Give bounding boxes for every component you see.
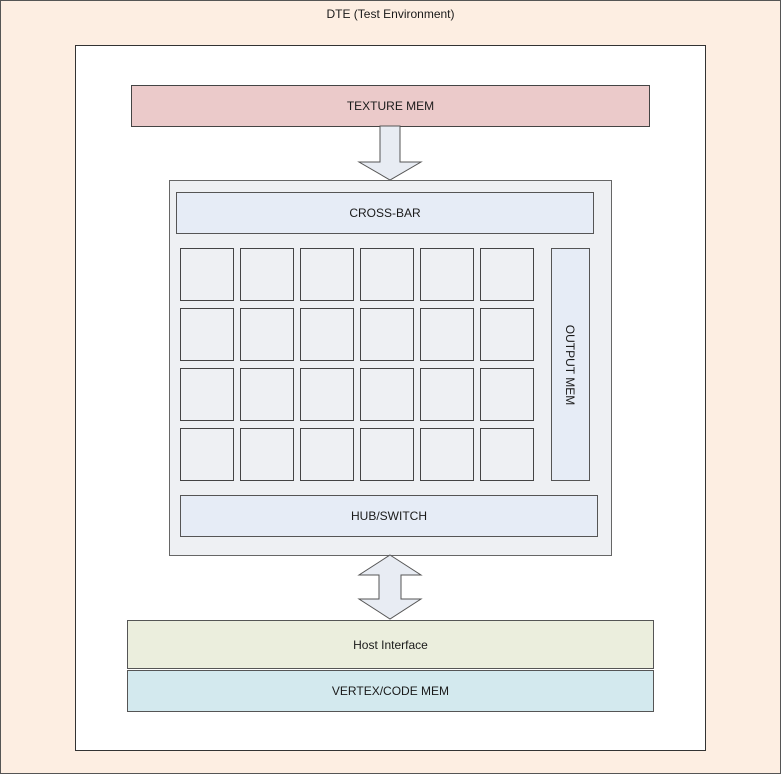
processor-cell <box>480 368 534 421</box>
down-arrow-icon <box>357 125 423 181</box>
processor-cell <box>360 248 414 301</box>
processor-cell <box>180 248 234 301</box>
processor-cell <box>300 248 354 301</box>
host-interface-block: Host Interface <box>127 620 654 669</box>
processor-cell <box>360 368 414 421</box>
processor-cell <box>300 308 354 361</box>
vertex-code-mem-block: VERTEX/CODE MEM <box>127 670 654 712</box>
dte-title: DTE (Test Environment) <box>326 7 455 21</box>
processor-cell <box>300 428 354 481</box>
processor-cell <box>360 308 414 361</box>
processor-cell <box>360 428 414 481</box>
processor-cell <box>300 368 354 421</box>
cross-bar-label: CROSS-BAR <box>349 206 421 220</box>
output-mem-label: OUTPUT MEM <box>563 324 578 405</box>
processor-cell <box>240 368 294 421</box>
texture-mem-block: TEXTURE MEM <box>131 85 650 127</box>
cross-bar-block: CROSS-BAR <box>176 192 594 234</box>
texture-mem-label: TEXTURE MEM <box>346 99 435 113</box>
processor-cell <box>180 428 234 481</box>
processor-cell <box>420 368 474 421</box>
output-mem-block: OUTPUT MEM <box>551 248 590 481</box>
processor-cell <box>180 368 234 421</box>
processor-cell <box>240 248 294 301</box>
processor-cell <box>180 308 234 361</box>
double-arrow-icon <box>357 554 423 620</box>
processor-cell <box>480 248 534 301</box>
processor-cell <box>480 308 534 361</box>
host-interface-label: Host Interface <box>353 637 428 652</box>
processor-cell <box>420 428 474 481</box>
hub-switch-label: HUB/SWITCH <box>351 509 427 523</box>
hub-switch-block: HUB/SWITCH <box>180 495 598 537</box>
processor-cell <box>240 428 294 481</box>
processor-cell <box>240 308 294 361</box>
vertex-code-mem-label: VERTEX/CODE MEM <box>331 684 450 698</box>
processor-cell <box>420 308 474 361</box>
processor-cell <box>480 428 534 481</box>
processor-cell <box>420 248 474 301</box>
